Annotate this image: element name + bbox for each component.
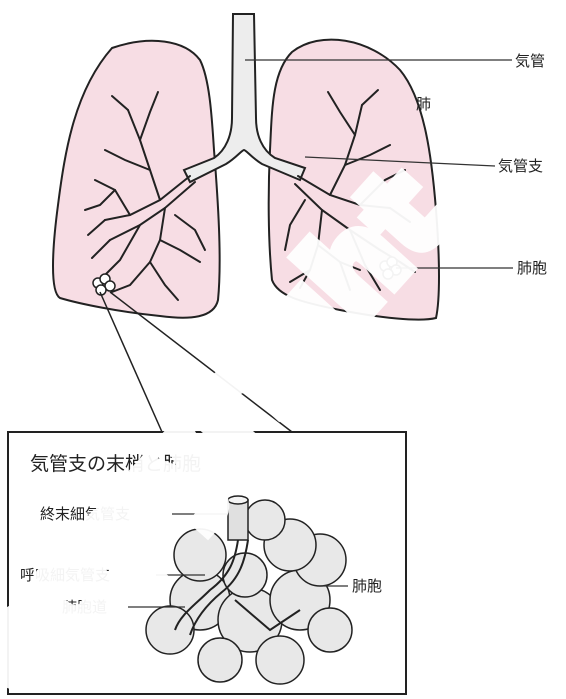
label-trachea: 気管 <box>515 52 545 70</box>
label-inset-alveolus: 肺胞 <box>352 577 382 595</box>
label-alveolus: 肺胞 <box>517 259 547 277</box>
label-lung: 肺 <box>416 95 431 113</box>
label-bronchus: 気管支 <box>498 157 543 175</box>
